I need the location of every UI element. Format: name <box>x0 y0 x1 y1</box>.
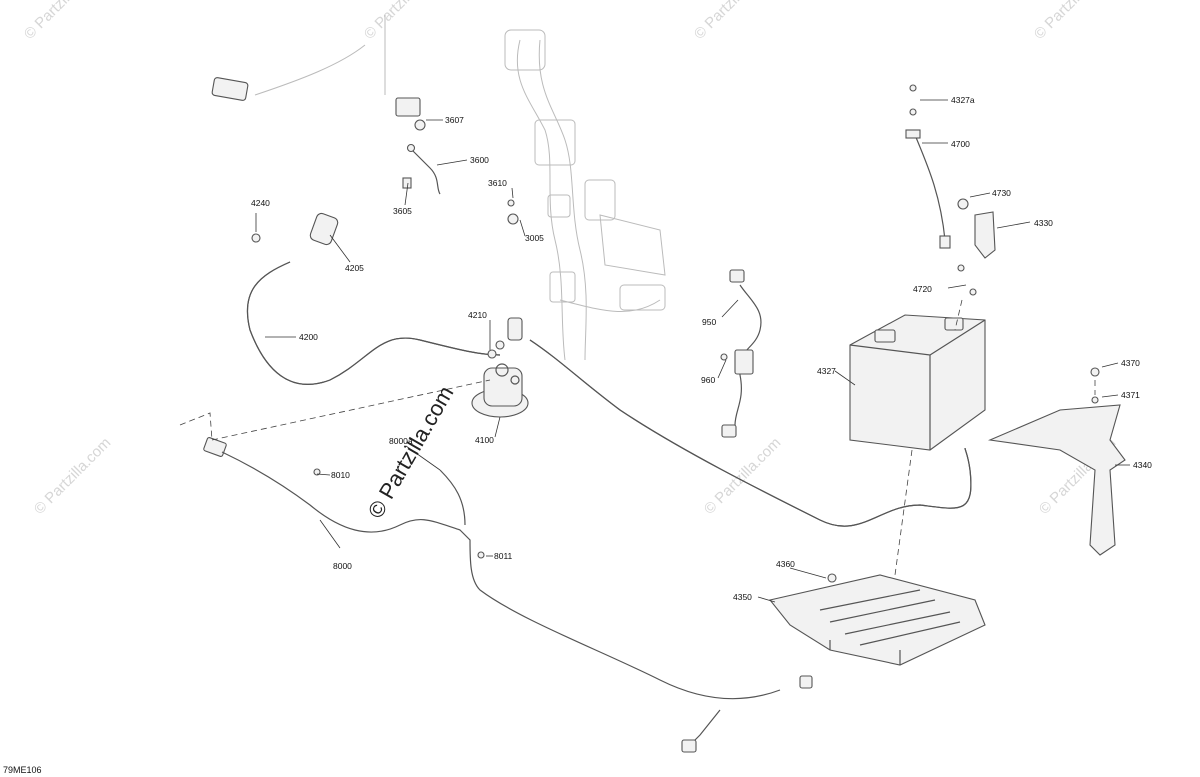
bracket-4340 <box>987 367 1126 556</box>
label-4327[interactable]: 4327 <box>817 366 836 376</box>
leader-lines <box>255 99 1130 603</box>
label-8000[interactable]: 8000 <box>333 561 352 571</box>
label-4720[interactable]: 4720 <box>913 284 932 294</box>
label-4730[interactable]: 4730 <box>992 188 1011 198</box>
label-3600[interactable]: 3600 <box>470 155 489 165</box>
label-4340[interactable]: 4340 <box>1133 460 1152 470</box>
ground-cable-3600 <box>402 119 519 225</box>
cable-4200 <box>246 212 501 385</box>
lower-harness-8000 <box>203 437 813 753</box>
label-4240[interactable]: 4240 <box>251 198 270 208</box>
label-4100[interactable]: 4100 <box>475 435 494 445</box>
relay-harness-950 <box>720 269 762 438</box>
watermark: © Partzilla.com <box>691 0 774 43</box>
battery-tray-4350 <box>769 573 986 666</box>
label-4205[interactable]: 4205 <box>345 263 364 273</box>
label-3005[interactable]: 3005 <box>525 233 544 243</box>
label-4700[interactable]: 4700 <box>951 139 970 149</box>
label-3605[interactable]: 3605 <box>393 206 412 216</box>
label-4370[interactable]: 4370 <box>1121 358 1140 368</box>
battery-4327[interactable] <box>849 314 986 451</box>
label-950[interactable]: 950 <box>702 317 716 327</box>
callout-labels: 3607 3600 3610 3605 3005 4240 4205 4200 … <box>251 95 1152 602</box>
dashed-link-line <box>179 379 491 441</box>
label-4371[interactable]: 4371 <box>1121 390 1140 400</box>
label-4327a[interactable]: 4327a <box>951 95 975 105</box>
label-4210[interactable]: 4210 <box>468 310 487 320</box>
label-4360[interactable]: 4360 <box>776 559 795 569</box>
diagram-code: 79ME106 <box>3 765 42 775</box>
label-3607[interactable]: 3607 <box>445 115 464 125</box>
label-4330[interactable]: 4330 <box>1034 218 1053 228</box>
label-8010[interactable]: 8010 <box>331 470 350 480</box>
label-8000a[interactable]: 8000a <box>389 436 413 446</box>
watermark: © Partzilla.com <box>1031 0 1114 43</box>
label-960[interactable]: 960 <box>701 375 715 385</box>
battery-cable <box>529 339 972 527</box>
top-left-connector <box>211 15 421 117</box>
watermark: © Partzilla.com <box>21 0 104 43</box>
watermark-center: © Partzilla.com <box>363 382 459 523</box>
negative-strap-4700 <box>905 84 996 296</box>
watermarks: © Partzilla.com © Partzilla.com © Partzi… <box>21 0 1119 518</box>
watermark: © Partzilla.com <box>31 434 114 517</box>
watermark: © Partzilla.com <box>701 434 784 517</box>
main-harness <box>504 29 666 361</box>
label-4200[interactable]: 4200 <box>299 332 318 342</box>
solenoid-4100 <box>471 317 529 418</box>
label-3610[interactable]: 3610 <box>488 178 507 188</box>
dashed-battery-line <box>894 299 963 576</box>
watermark: © Partzilla.com <box>361 0 444 43</box>
label-4350[interactable]: 4350 <box>733 592 752 602</box>
label-8011[interactable]: 8011 <box>494 551 513 561</box>
